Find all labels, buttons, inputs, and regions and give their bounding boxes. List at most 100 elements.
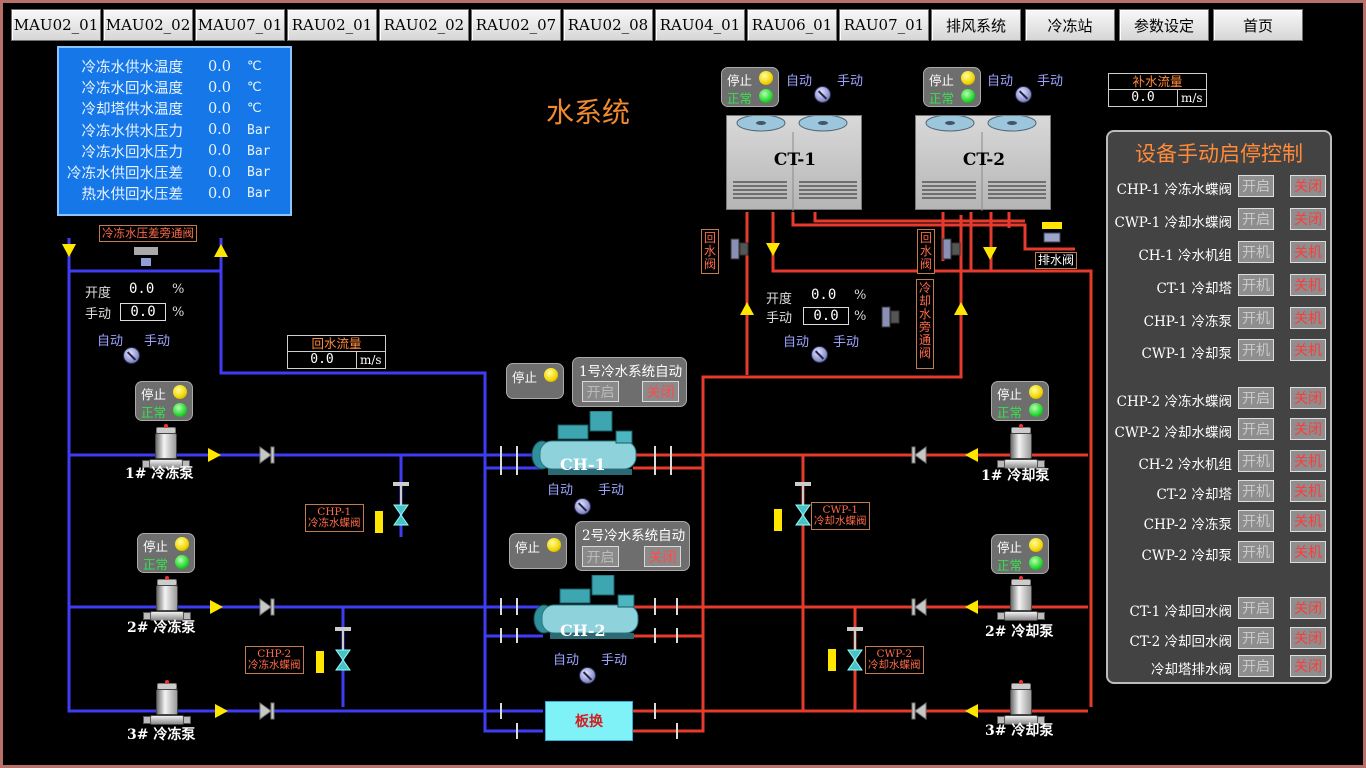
stop-indicator-icon	[1029, 538, 1043, 552]
control-row-label: CT-2 冷却塔	[1156, 487, 1232, 503]
reading-unit: ℃	[247, 80, 262, 96]
start-button[interactable]: 开机	[1238, 274, 1274, 296]
bypass-manual-input[interactable]: 0.0	[120, 303, 166, 321]
stop-indicator-icon	[547, 538, 561, 552]
start-button[interactable]: 开启	[1238, 387, 1274, 409]
cooling-tower-icon	[733, 114, 857, 211]
status-stop-label: 停止	[141, 387, 167, 402]
tab-rau04-01[interactable]: RAU04_01	[655, 9, 745, 41]
cw-bypass-manual-mode-label: 手动	[833, 335, 860, 350]
start-button[interactable]: 开启	[1238, 418, 1274, 440]
chiller-ch1[interactable]: CH-1	[528, 410, 643, 479]
control-row: CHP-2 冷冻水蝶阀开启关闭	[1108, 387, 1330, 411]
normal-indicator-icon	[759, 89, 773, 103]
reading-label: 冷冻水回水温度	[81, 81, 184, 98]
start-button[interactable]: 开机	[1238, 510, 1274, 532]
start-button[interactable]: 开机	[1238, 241, 1274, 263]
control-row: 冷却塔排水阀开启关闭	[1108, 655, 1330, 679]
start-button[interactable]: 开机	[1238, 480, 1274, 502]
status-stop-label: 停止	[997, 387, 1023, 402]
stop-button[interactable]: 关闭	[1290, 387, 1326, 409]
cw-bypass-manual-label: 手动	[766, 311, 793, 326]
tab-mau07-01[interactable]: MAU07_01	[195, 9, 285, 41]
tab-rau07-01[interactable]: RAU07_01	[839, 9, 929, 41]
chiller-ch2[interactable]: CH-2	[530, 574, 645, 643]
bypass-mode-switch-icon[interactable]	[123, 347, 140, 364]
stop-button[interactable]: 关机	[1290, 510, 1326, 532]
reading-value: 0.0	[207, 58, 231, 75]
start-button[interactable]: 开机	[1238, 339, 1274, 361]
chw-pump2-icon[interactable]	[143, 576, 191, 627]
manual-control-panel: 设备手动启停控制 CHP-1 冷冻水蝶阀开启关闭 CWP-1 冷却水蝶阀开启关闭…	[1106, 130, 1332, 684]
cw-pump2-icon[interactable]	[997, 576, 1045, 627]
tag-name: 冷却水蝶阀	[868, 659, 921, 671]
start-button[interactable]: 开启	[1238, 175, 1274, 197]
start-button[interactable]: 开启	[1238, 597, 1274, 619]
pipe-flanges	[500, 446, 678, 739]
control-row-label: CWP-2 冷却泵	[1141, 548, 1233, 564]
tab-mau02-01[interactable]: MAU02_01	[11, 9, 101, 41]
reading-unit: ℃	[247, 59, 262, 75]
tab-rau02-01[interactable]: RAU02_01	[287, 9, 377, 41]
cooling-tower-ct1[interactable]: CT-1	[726, 114, 862, 211]
chw-pump3-icon[interactable]	[143, 680, 191, 731]
stop-button[interactable]: 关机	[1290, 241, 1326, 263]
start-button[interactable]: 开机	[1238, 541, 1274, 563]
system1-start-button[interactable]: 开启	[582, 381, 619, 402]
start-button[interactable]: 开机	[1238, 450, 1274, 472]
bypass-manual-unit: %	[172, 305, 185, 320]
start-button[interactable]: 开启	[1238, 655, 1274, 677]
tab-mau02-02[interactable]: MAU02_02	[103, 9, 193, 41]
tab-rau06-01[interactable]: RAU06_01	[747, 9, 837, 41]
cw-pump3-icon[interactable]	[997, 680, 1045, 731]
ch2-mode-switch-icon[interactable]	[579, 667, 596, 684]
tab-parameter-settings[interactable]: 参数设定	[1119, 9, 1209, 41]
start-button[interactable]: 开启	[1238, 627, 1274, 649]
reading-value: 0.0	[207, 122, 231, 139]
cooling-tower-ct2[interactable]: CT-2	[915, 114, 1051, 211]
stop-button[interactable]: 关机	[1290, 480, 1326, 502]
control-row: CWP-1 冷却泵开机关机	[1108, 339, 1330, 363]
stop-button[interactable]: 关闭	[1290, 597, 1326, 619]
ch1-mode-switch-icon[interactable]	[574, 498, 591, 515]
tab-rau02-02[interactable]: RAU02_02	[379, 9, 469, 41]
tab-rau02-07[interactable]: RAU02_07	[471, 9, 561, 41]
control-row: CT-1 冷却回水阀开启关闭	[1108, 597, 1330, 621]
reading-value: 0.0	[207, 185, 231, 202]
valve-actuators	[134, 222, 1062, 673]
stop-button[interactable]: 关机	[1290, 339, 1326, 361]
chw-pump1-icon[interactable]	[142, 424, 190, 475]
tag-id: CWP-1	[822, 504, 859, 516]
cw-bypass-mode-switch-icon[interactable]	[811, 346, 828, 363]
stop-button[interactable]: 关闭	[1290, 175, 1326, 197]
tab-chiller-station[interactable]: 冷冻站	[1025, 9, 1115, 41]
start-button[interactable]: 开机	[1238, 307, 1274, 329]
control-row-label: CT-1 冷却塔	[1156, 281, 1232, 297]
heat-exchanger[interactable]: 板换	[545, 701, 633, 741]
cw-pump2-status: 停止 正常	[991, 534, 1049, 574]
stop-button[interactable]: 关闭	[1290, 655, 1326, 677]
system2-stop-button[interactable]: 关闭	[644, 546, 681, 567]
stop-button[interactable]: 关机	[1290, 541, 1326, 563]
stop-button[interactable]: 关闭	[1290, 627, 1326, 649]
stop-button[interactable]: 关闭	[1290, 208, 1326, 230]
tab-home[interactable]: 首页	[1213, 9, 1303, 41]
tab-exhaust-system[interactable]: 排风系统	[931, 9, 1021, 41]
ct2-mode-switch-icon[interactable]	[1015, 86, 1032, 103]
stop-button[interactable]: 关机	[1290, 307, 1326, 329]
system1-stop-button[interactable]: 关闭	[642, 381, 679, 402]
tab-rau02-08[interactable]: RAU02_08	[563, 9, 653, 41]
ct1-mode-switch-icon[interactable]	[814, 86, 831, 103]
stop-button[interactable]: 关机	[1290, 274, 1326, 296]
control-row: CHP-1 冷冻水蝶阀开启关闭	[1108, 175, 1330, 199]
cw-bypass-manual-input[interactable]: 0.0	[803, 307, 849, 325]
stop-button[interactable]: 关机	[1290, 450, 1326, 472]
start-button[interactable]: 开启	[1238, 208, 1274, 230]
system2-start-button[interactable]: 开启	[582, 546, 619, 567]
cw-pump1-icon[interactable]	[997, 424, 1045, 475]
stop-button[interactable]: 关闭	[1290, 418, 1326, 440]
